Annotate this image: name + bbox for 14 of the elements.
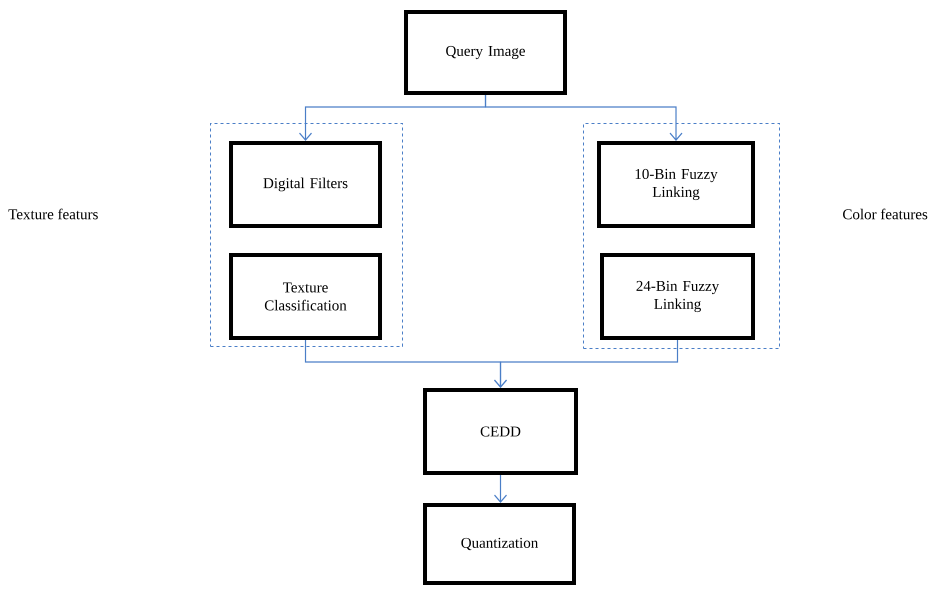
group-box bbox=[583, 123, 780, 349]
arrow bbox=[484, 95, 682, 141]
arrow bbox=[494, 340, 678, 388]
process-box: CEDD bbox=[423, 388, 578, 475]
side-label: Texture featurs bbox=[8, 208, 98, 220]
process-box: Digital Filters bbox=[229, 141, 382, 228]
process-box: 24-Bin Fuzzy Linking bbox=[600, 253, 755, 340]
arrow bbox=[494, 475, 507, 503]
process-box: 10-Bin Fuzzy Linking bbox=[597, 141, 755, 228]
process-box: Query Image bbox=[404, 10, 567, 95]
group-box bbox=[210, 123, 403, 347]
process-box: Quantization bbox=[423, 503, 576, 585]
process-box: Texture Classification bbox=[229, 253, 382, 340]
side-label: Color features bbox=[843, 208, 928, 220]
